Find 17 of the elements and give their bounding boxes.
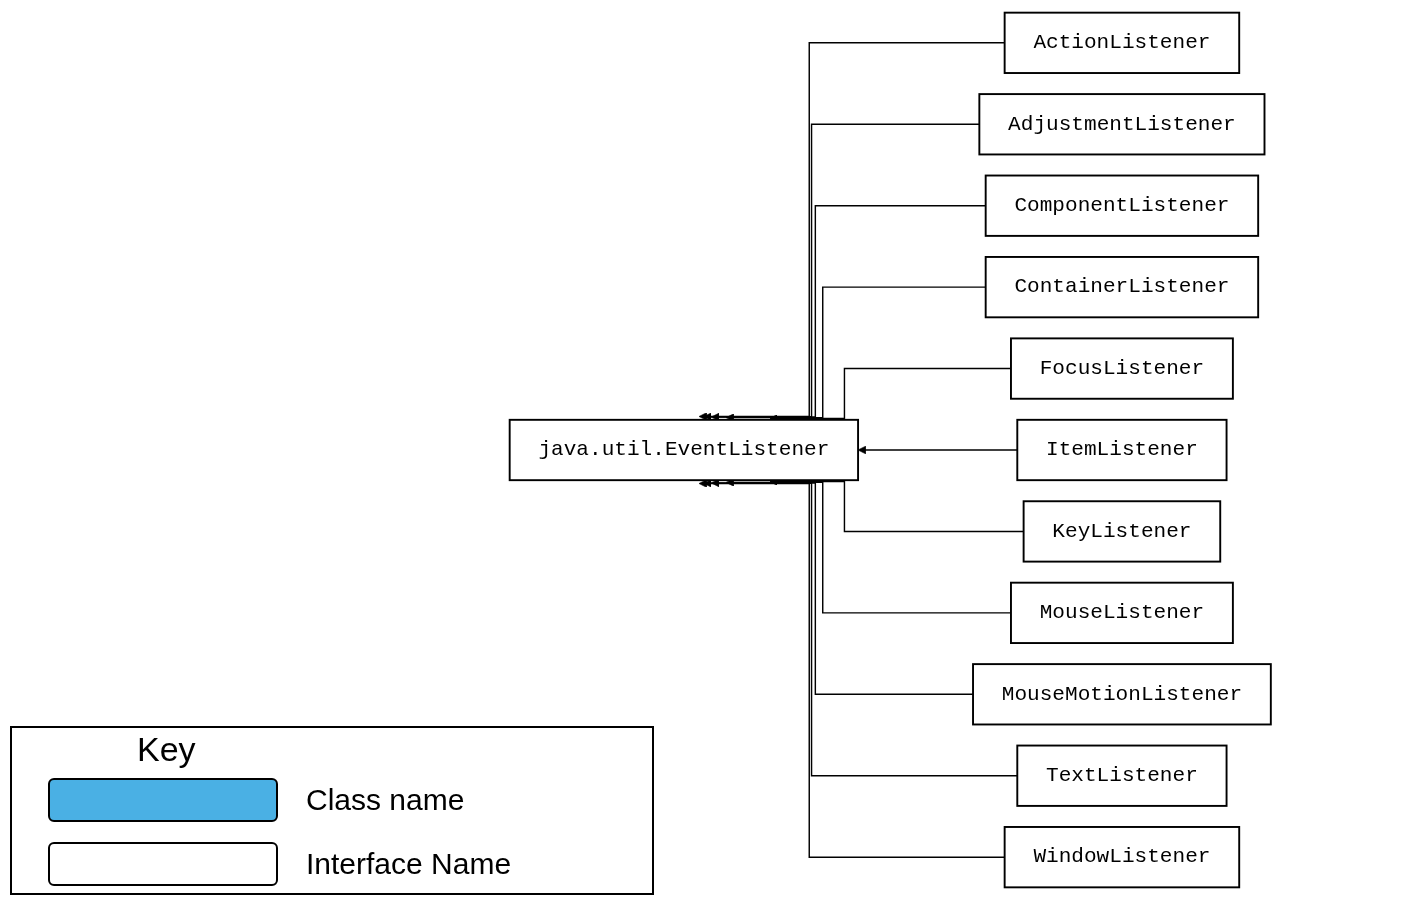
node-box: java.util.EventListener — [508, 418, 859, 482]
node-box: MouseMotionListener — [971, 663, 1272, 726]
node-box: ItemListener — [1016, 418, 1228, 482]
node-box: WindowListener — [1003, 826, 1240, 889]
node-box: KeyListener — [1022, 500, 1221, 563]
node-box: FocusListener — [1009, 337, 1234, 400]
arrow — [857, 445, 1018, 455]
legend-label: Class name — [306, 783, 465, 817]
node-box: AdjustmentListener — [978, 93, 1266, 156]
legend-label: Interface Name — [306, 847, 512, 881]
node-box: MouseListener — [1009, 581, 1234, 644]
node-box: ContainerListener — [984, 256, 1259, 319]
node-box: TextListener — [1016, 744, 1228, 807]
node-box: ActionListener — [1003, 11, 1240, 74]
node-box: ComponentListener — [984, 174, 1259, 237]
legend-title: Key — [137, 730, 196, 769]
arrow — [703, 123, 980, 421]
